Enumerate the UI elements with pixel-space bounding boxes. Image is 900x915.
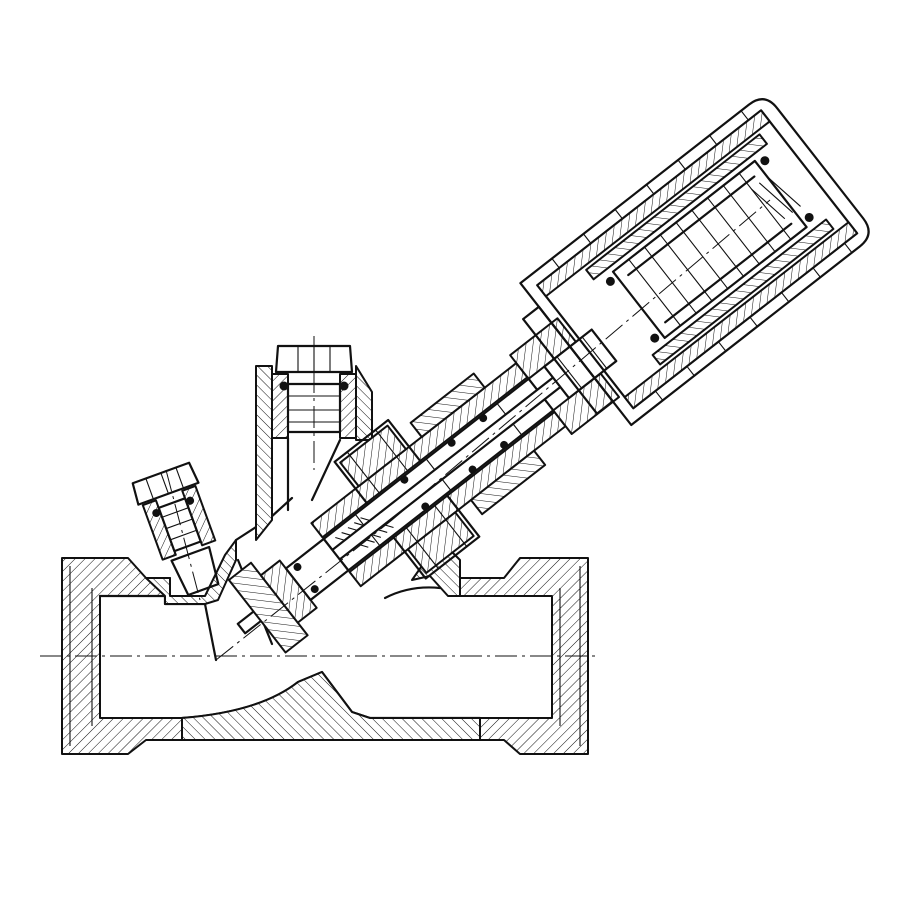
stem-axis [215, 199, 771, 661]
valve-disc [227, 561, 309, 654]
handwheel-cap [519, 98, 870, 427]
test-point-left [131, 461, 220, 597]
bonnet [227, 317, 620, 654]
valve-body [61, 496, 589, 755]
